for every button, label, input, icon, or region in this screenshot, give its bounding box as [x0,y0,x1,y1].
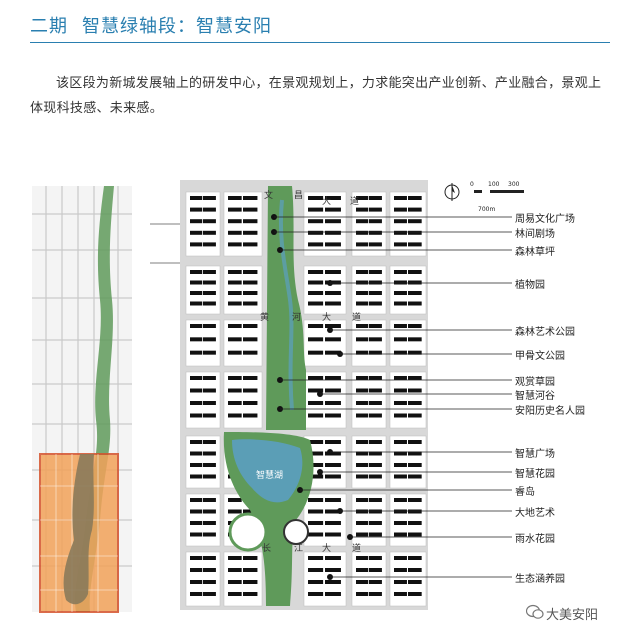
city-block [351,493,387,547]
city-block [185,493,221,547]
callout-label: 智慧花园 [515,469,555,480]
city-block [223,191,263,257]
city-block [303,371,347,429]
city-block [389,371,427,429]
key-map-highlight-park [63,454,94,605]
city-block [351,551,387,607]
callout-label: 大地艺术 [515,508,555,519]
callout-label: 智慧河谷 [515,391,555,402]
city-block [185,551,221,607]
street-label-char: 大 [322,195,331,207]
callout-label: 周易文化广场 [515,214,575,225]
callout-label: 森林艺术公园 [515,327,575,338]
callout-label: 森林草坪 [515,247,555,258]
park-north [266,186,306,430]
city-block [303,493,347,547]
city-block [303,551,347,607]
city-block [351,371,387,429]
street-label-char: 昌 [294,190,303,201]
city-block [185,319,221,367]
street-label-char: 江 [294,543,303,554]
header-rule [30,42,610,43]
city-block [185,435,221,489]
key-connector-lines [150,223,180,264]
scale-bar: 0 100 300 700m [470,181,524,213]
city-block [389,493,427,547]
street-label-char: 道 [352,542,361,554]
city-block [223,265,263,315]
street-label-char: 长 [262,542,271,554]
callout-label: 生态涵养园 [515,574,565,585]
city-block [351,435,387,489]
callout-label: 安阳历史名人园 [515,406,585,417]
callout-label: 雨水花园 [515,534,555,545]
phase-label: 二期 [30,16,68,37]
city-block [223,551,263,607]
callout-label: 植物园 [515,280,545,291]
callout-leaders [274,216,512,578]
scale-tick: 300 [508,181,520,188]
main-plan: 文昌大道黄河大道长江大道 智慧湖 [180,180,512,610]
city-block [303,265,347,315]
street-label-char: 道 [352,311,361,323]
street-label-char: 道 [350,195,359,207]
green-axis-park [223,186,314,606]
city-block [389,551,427,607]
city-block [185,371,221,429]
wechat-icon [525,604,544,624]
city-block [389,191,427,257]
callout-label: 甲骨文公园 [515,351,565,362]
callout-label: 观赏草园 [515,377,555,388]
city-block [185,191,221,257]
street-label-char: 文 [264,189,273,201]
north-arrow-icon [444,183,460,201]
street-label-char: 大 [322,542,331,554]
callout-label: 智慧广场 [515,449,555,460]
page-header: 二期 智慧绿轴段：智慧安阳 [0,0,640,48]
water-body [232,439,303,503]
park-label: 智慧湖 [256,469,283,481]
city-block [223,319,263,367]
city-block [389,265,427,315]
city-block [303,319,347,367]
section-title: 智慧绿轴段：智慧安阳 [82,16,272,37]
water-channel [278,199,294,411]
key-map [32,186,132,613]
street-label-char: 河 [292,311,301,323]
scale-tick: 700m [478,206,495,213]
city-block [303,191,347,257]
key-map-green-axis [75,186,114,612]
city-block [351,265,387,315]
park-circle [228,512,268,552]
callout-label: 林间剧场 [515,229,555,240]
callout-label: 睿岛 [515,487,535,498]
city-block [389,319,427,367]
city-block [351,191,387,257]
park-circle [283,519,309,545]
watermark-text: 大美安阳 [546,608,599,623]
city-block [351,319,387,367]
street-labels: 文昌大道黄河大道长江大道 [260,189,361,554]
street-label-char: 黄 [260,311,269,323]
section-description: 该区段为新城发展轴上的研发中心，在景观规划上，力求能突出产业创新、产业融合，景观… [30,76,602,116]
city-block [185,265,221,315]
city-block [223,371,263,429]
city-block [389,435,427,489]
scale-tick: 100 [488,181,500,188]
street-label-char: 大 [322,311,331,323]
scale-tick: 0 [470,181,474,188]
